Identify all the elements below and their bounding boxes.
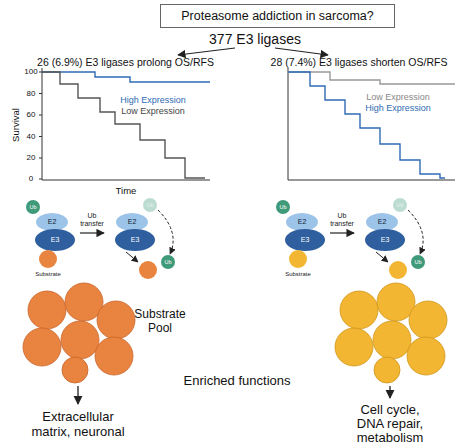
text-label: Substrate (285, 271, 311, 278)
text-label: Time (116, 186, 137, 197)
substrate-pool-right-part (409, 301, 447, 339)
text-label: E2 (298, 218, 307, 226)
substrate-pool-right-part (373, 321, 411, 359)
text-label: High Expression (365, 103, 431, 113)
text-label: Substrate (35, 271, 61, 278)
text-node: 377 E3 ligases (205, 31, 305, 47)
ubiquitin-transfer-right-part (276, 200, 290, 214)
text-label: Ub (164, 259, 171, 265)
substrate-pool-left-part (97, 301, 135, 339)
ubiquitin-transfer-right-part (285, 229, 325, 251)
text-node: 28 (7.4%) E3 ligases shorten OS/RFS (253, 56, 465, 68)
ubiquitin-transfer-left (26, 198, 175, 279)
ubiquitin-transfer-right (276, 198, 425, 279)
survival-curve-part (288, 72, 455, 84)
text-label: Cell cycle, DNA repair, metabolism (348, 403, 433, 445)
text-label: Ub transfer (77, 212, 107, 228)
text-label: High Expression (120, 95, 186, 105)
node-text: 26 (6.9%) E3 ligases prolong OS/RFS (28, 56, 223, 68)
text-label: Low Expression (366, 92, 430, 102)
survival-curve-part (42, 72, 205, 178)
ubiquitin-transfer-right-part (365, 229, 405, 251)
ubiquitin-transfer-right-part (330, 232, 354, 233)
substrate-pool-right-part (340, 291, 378, 329)
function-arrow-part (389, 386, 390, 398)
text-label: 80 (27, 89, 36, 98)
text-label: Low Expression (121, 106, 185, 116)
text-label: Ub (29, 204, 36, 210)
substrate-pool-right-part (374, 357, 400, 383)
substrate-pool-left-part (28, 291, 66, 329)
substrate-pool-right (335, 283, 447, 383)
ubiquitin-transfer-right-part (376, 252, 388, 262)
substrate-pool-left (23, 283, 135, 383)
text-label: E3 (51, 236, 60, 244)
survival-axes-part (288, 68, 455, 180)
text-label: 100 (24, 67, 37, 76)
arrow-connector (275, 48, 328, 55)
text-label: Survival (11, 108, 22, 142)
substrate-pool-left-part (95, 337, 133, 375)
substrate-pool-right-part (407, 337, 445, 375)
ubiquitin-transfer-left-part (158, 210, 173, 254)
title-box: Proteasome addiction in sarcoma? (160, 4, 395, 28)
text-label: E3 (131, 236, 140, 244)
substrate-pool-right-part (335, 328, 373, 366)
text-node: 26 (6.9%) E3 ligases prolong OS/RFS (28, 56, 223, 68)
text-label: E3 (301, 236, 310, 244)
text-label: E2 (378, 218, 387, 226)
text-label: Enriched functions (184, 374, 291, 389)
text-label: 0 (29, 174, 33, 183)
text-label: Ub (279, 204, 286, 210)
survival-axes-part (39, 72, 42, 179)
ubiquitin-transfer-left-part (161, 255, 175, 269)
survival-curve (42, 72, 455, 178)
text-label: E3 (381, 236, 390, 244)
ubiquitin-transfer-left-part (116, 213, 148, 231)
ubiquitin-transfer-right-part (393, 198, 407, 212)
ubiquitin-transfer-right-part (286, 213, 318, 231)
text-label: Extracellular matrix, neuronal (26, 410, 131, 440)
arrow-connector (178, 48, 235, 55)
text-label: Substrate Pool (130, 308, 190, 336)
ubiquitin-transfer-left-part (36, 213, 68, 231)
text-label: 60 (27, 110, 36, 119)
function-arrow (78, 386, 390, 404)
ubiquitin-transfer-left-part (80, 232, 104, 233)
survival-curve-part (42, 72, 210, 82)
ubiquitin-transfer-left-part (35, 229, 75, 251)
text-label: E2 (48, 218, 57, 226)
ubiquitin-transfer-left-part (126, 252, 138, 262)
ubiquitin-transfer-right-part (366, 213, 398, 231)
substrate-pool-left-part (23, 328, 61, 366)
text-label: E2 (128, 218, 137, 226)
ubiquitin-transfer-right-part (289, 250, 307, 268)
node-text: 28 (7.4%) E3 ligases shorten OS/RFS (253, 56, 465, 68)
ubiquitin-transfer-left-part (39, 250, 57, 268)
text-label: Ub (396, 202, 403, 208)
ubiquitin-transfer-left-part (26, 200, 40, 214)
function-arrow-part (77, 386, 78, 404)
text-label: 40 (27, 132, 36, 141)
node-text: 377 E3 ligases (205, 31, 305, 47)
substrate-pool-left-part (61, 321, 99, 359)
ubiquitin-transfer-left-part (115, 229, 155, 251)
ubiquitin-transfer-right-part (389, 261, 407, 279)
survival-axes (39, 68, 455, 180)
text-label: Ub (146, 202, 153, 208)
ubiquitin-transfer-left-part (143, 198, 157, 212)
survival-axes-part (42, 68, 210, 180)
text-label: 20 (27, 153, 36, 162)
text-label: Ub transfer (327, 212, 357, 228)
text-label: Ub (414, 259, 421, 265)
survival-curve-part (288, 72, 445, 178)
ubiquitin-transfer-left-part (139, 261, 157, 279)
ubiquitin-transfer-right-part (408, 210, 423, 254)
substrate-pool-left-part (62, 357, 88, 383)
ubiquitin-transfer-right-part (411, 255, 425, 269)
